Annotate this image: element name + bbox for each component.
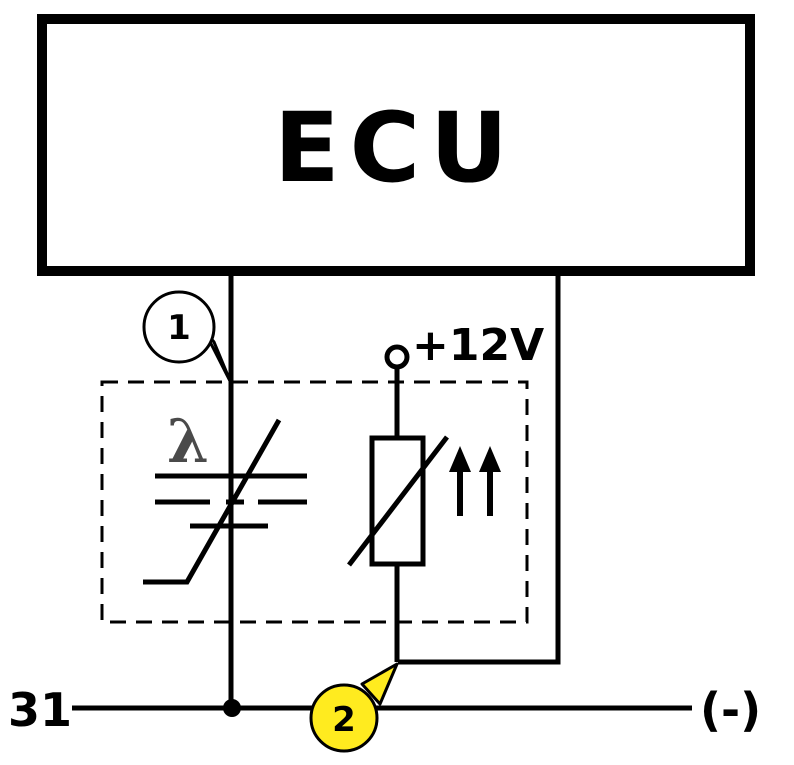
heater-variable-slash	[347, 435, 449, 567]
temperature-up-arrows-icon	[449, 446, 501, 516]
callout-2-label: 2	[332, 700, 356, 740]
heater-ground-wire	[398, 271, 561, 665]
lambda-symbol: λ	[167, 407, 209, 477]
callout-2: 2	[309, 662, 399, 753]
supply-terminal	[384, 344, 410, 370]
ground-label-minus: (-)	[700, 683, 761, 737]
ecu-box	[37, 14, 755, 276]
callout-1-label: 1	[167, 308, 191, 348]
ground-junction-dot	[223, 699, 241, 717]
callout-1: 1	[142, 290, 233, 385]
lambda-sensor-symbol	[143, 418, 307, 585]
sensor-housing-dashed	[100, 380, 529, 624]
ecu-label: ECU	[274, 92, 518, 204]
ground-label-31: 31	[8, 683, 72, 737]
supply-label: +12V	[412, 320, 544, 371]
